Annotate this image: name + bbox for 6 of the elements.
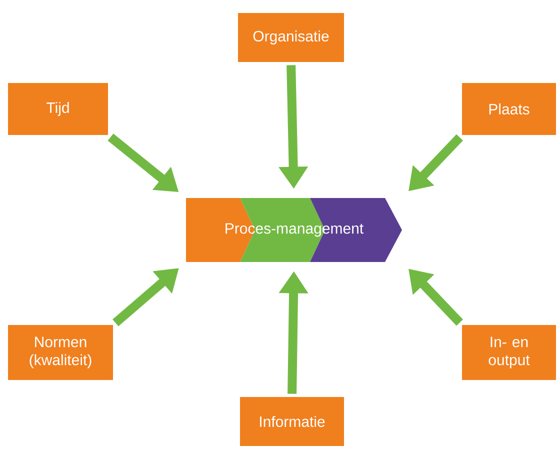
label-box: In- en output — [462, 325, 556, 380]
label-box: Informatie — [240, 397, 344, 446]
label-box: Tijd — [8, 83, 108, 135]
label-box: Plaats — [462, 83, 556, 135]
label-box: Normen (kwaliteit) — [8, 325, 113, 380]
label-box: Organisatie — [238, 13, 344, 62]
